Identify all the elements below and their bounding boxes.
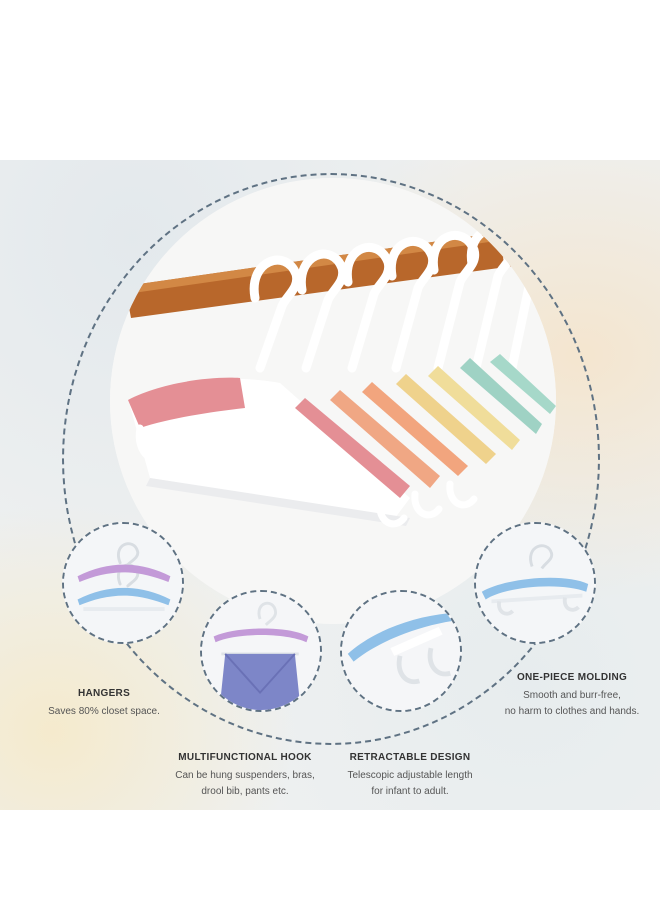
main-product-photo [110, 178, 556, 624]
feature-title: RETRACTABLE DESIGN [349, 752, 471, 763]
retractable-detail-photo [340, 590, 462, 712]
dashed-ring [62, 173, 600, 745]
feature-one-piece-molding: ONE-PIECE MOLDING Smooth and burr-free, … [492, 672, 652, 720]
one-piece-detail-photo [474, 522, 596, 644]
feature-hangers: HANGERS Saves 80% closet space. [24, 688, 184, 720]
feature-description-line: drool bib, pants etc. [201, 786, 289, 797]
feature-description-line: for infant to adult. [371, 786, 449, 797]
feature-description-line: no harm to clothes and hands. [504, 706, 640, 717]
hook-detail-photo [200, 590, 322, 712]
hangers-detail-photo [62, 522, 184, 644]
feature-description-line: Can be hung suspenders, bras, [175, 770, 315, 781]
feature-title: HANGERS [77, 688, 131, 699]
feature-title: ONE-PIECE MOLDING [516, 672, 628, 683]
feature-retractable-design: RETRACTABLE DESIGN Telescopic adjustable… [330, 752, 490, 800]
feature-title: MULTIFUNCTIONAL HOOK [178, 752, 312, 763]
feature-multifunctional-hook: MULTIFUNCTIONAL HOOK Can be hung suspend… [160, 752, 330, 800]
feature-description-line: Telescopic adjustable length [347, 770, 473, 781]
feature-description-line: Smooth and burr-free, [523, 690, 621, 701]
feature-description: Saves 80% closet space. [48, 706, 160, 717]
